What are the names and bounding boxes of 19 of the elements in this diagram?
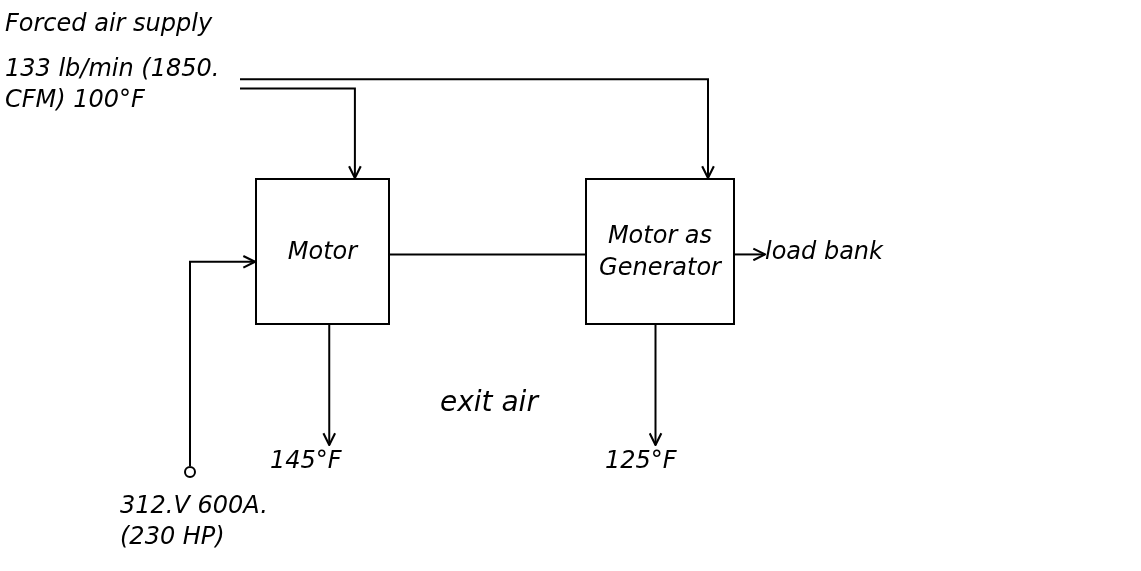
heading-text: Forced air supply (5, 8, 214, 39)
annotation-text: 133 lb/min (1850. CFM) 100°F (5, 53, 221, 116)
component-box (255, 178, 390, 325)
annotation-text: load bank (765, 236, 885, 267)
annotation-text: 125°F (605, 445, 678, 476)
terminal-circle (184, 466, 196, 478)
arrow (239, 78, 715, 180)
component-box (585, 178, 735, 325)
arrow (322, 324, 337, 447)
arrow (239, 87, 362, 180)
arrow (189, 254, 257, 467)
box-label: Motor as Generator (598, 220, 723, 283)
arrow (734, 247, 767, 262)
box-label: Motor (287, 235, 358, 267)
connector-line (389, 253, 586, 256)
annotation-text: 312.V 600A. (230 HP) (120, 490, 269, 553)
arrow (648, 324, 663, 447)
annotation-text: 145°F (270, 445, 343, 476)
annotation-text: exit air (440, 385, 538, 418)
